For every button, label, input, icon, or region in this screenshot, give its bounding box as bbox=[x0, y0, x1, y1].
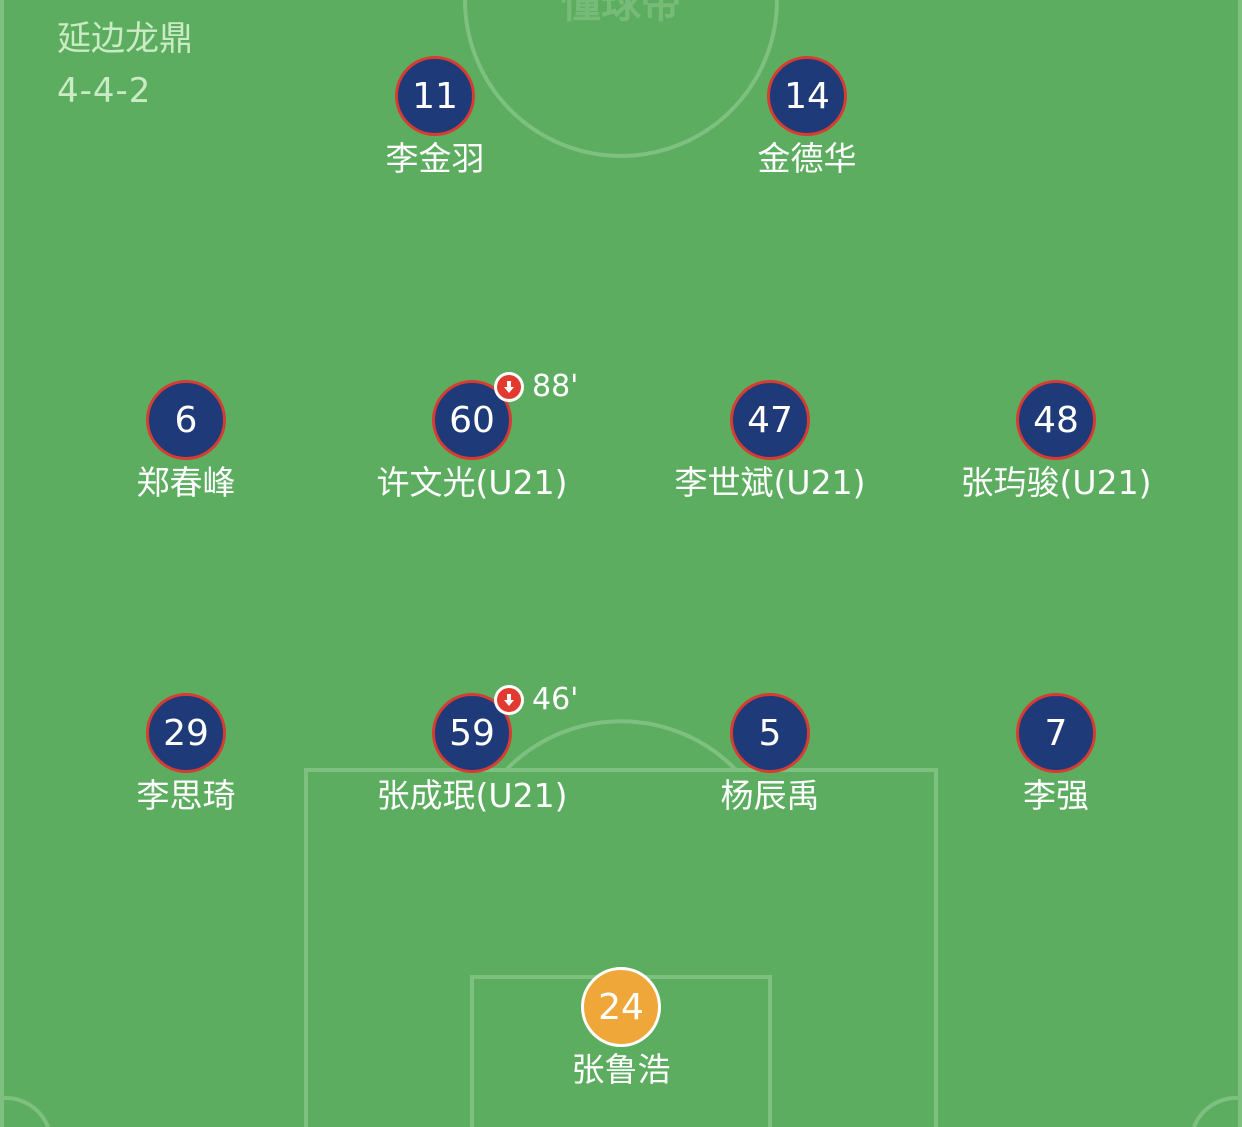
player-number-badge: 60 bbox=[432, 380, 512, 460]
team-formation: 4-4-2 bbox=[57, 71, 152, 111]
watermark-logo-text: 懂球帝 bbox=[561, 0, 681, 27]
player-name: 李思琦 bbox=[136, 776, 236, 815]
substitution-marker: 88' bbox=[494, 372, 578, 402]
player-number-badge: 24 bbox=[581, 967, 661, 1047]
team-name: 延边龙鼎 bbox=[57, 19, 193, 59]
substitution-minute: 88' bbox=[532, 369, 579, 404]
player-number-badge: 6 bbox=[146, 380, 226, 460]
player-name: 郑春峰 bbox=[136, 463, 236, 502]
player-name: 李金羽 bbox=[385, 139, 485, 178]
player-name: 张成珉(U21) bbox=[376, 776, 568, 815]
substitution-marker: 46' bbox=[494, 685, 578, 715]
player-name: 李强 bbox=[1023, 776, 1089, 815]
player-number-badge: 7 bbox=[1016, 693, 1096, 773]
player-number-badge: 48 bbox=[1016, 380, 1096, 460]
sub-out-arrow-icon bbox=[494, 685, 524, 715]
player-number-badge: 29 bbox=[146, 693, 226, 773]
player-number-badge: 11 bbox=[395, 56, 475, 136]
player-name: 李世斌(U21) bbox=[674, 463, 866, 502]
player-name: 张玙骏(U21) bbox=[960, 463, 1152, 502]
player-name: 许文光(U21) bbox=[376, 463, 568, 502]
substitution-minute: 46' bbox=[532, 682, 579, 717]
sub-out-arrow-icon bbox=[494, 372, 524, 402]
player-number-badge: 14 bbox=[767, 56, 847, 136]
player-name: 金德华 bbox=[757, 139, 857, 178]
player-name: 杨辰禹 bbox=[720, 776, 820, 815]
player-number-badge: 59 bbox=[432, 693, 512, 773]
player-number-badge: 47 bbox=[730, 380, 810, 460]
player-number-badge: 5 bbox=[730, 693, 810, 773]
player-name: 张鲁浩 bbox=[571, 1050, 671, 1089]
